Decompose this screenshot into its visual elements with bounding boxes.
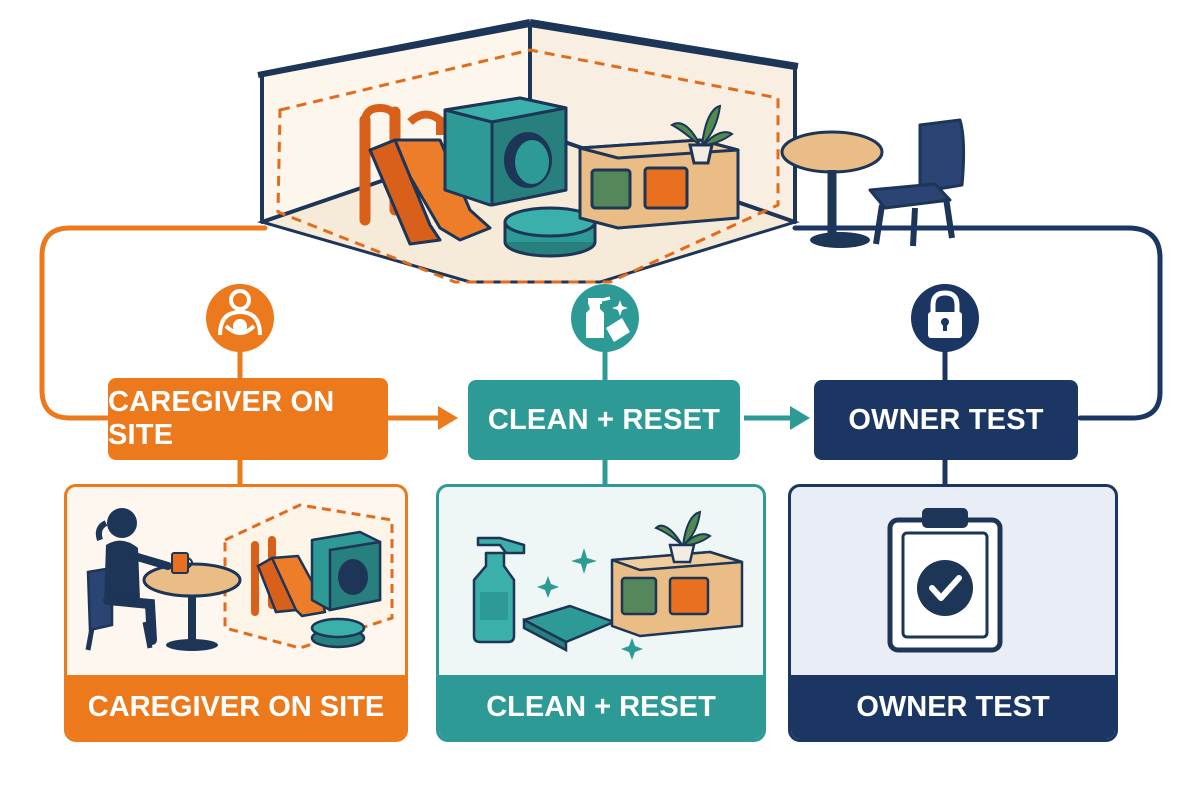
cleaning-scene-illustration xyxy=(472,510,744,660)
cushion-icon xyxy=(503,206,597,258)
cleaning-icon xyxy=(571,284,639,352)
clipboard-check-illustration xyxy=(887,508,1003,653)
play-cube-icon xyxy=(443,96,568,207)
step-label-owner-test: OWNER TEST xyxy=(814,380,1078,460)
arrow-teal-to-navy xyxy=(744,406,810,430)
card-clean-reset: CLEAN + RESET xyxy=(436,484,766,742)
navy-connector-line xyxy=(792,225,1163,421)
lock-icon xyxy=(911,284,979,352)
step-label-caregiver-text: CAREGIVER ON SITE xyxy=(108,386,335,451)
arrow-orange-to-teal xyxy=(388,406,458,430)
step-label-clean-reset: CLEAN + RESET xyxy=(468,380,740,460)
card-clean-reset-label: CLEAN + RESET xyxy=(439,675,763,739)
caregiver-scene-illustration xyxy=(85,503,394,651)
orange-connector-line xyxy=(39,225,268,421)
card-owner-test: OWNER TEST xyxy=(788,484,1118,742)
card-caregiver-label: CAREGIVER ON SITE xyxy=(67,675,405,739)
card-owner-test-label: OWNER TEST xyxy=(791,675,1115,739)
caregiver-icon xyxy=(206,284,274,352)
card-caregiver: CAREGIVER ON SITE xyxy=(64,484,408,742)
step-label-clean-reset-text: CLEAN + RESET xyxy=(487,403,721,436)
shelf-icon xyxy=(578,104,740,230)
step-label-owner-test-text: OWNER TEST xyxy=(848,403,1044,436)
play-area-illustration xyxy=(257,19,966,284)
step-label-caregiver: CAREGIVER ON SITE xyxy=(108,378,388,460)
table-chair-icon xyxy=(780,118,966,248)
flow-connectors xyxy=(39,225,1163,487)
